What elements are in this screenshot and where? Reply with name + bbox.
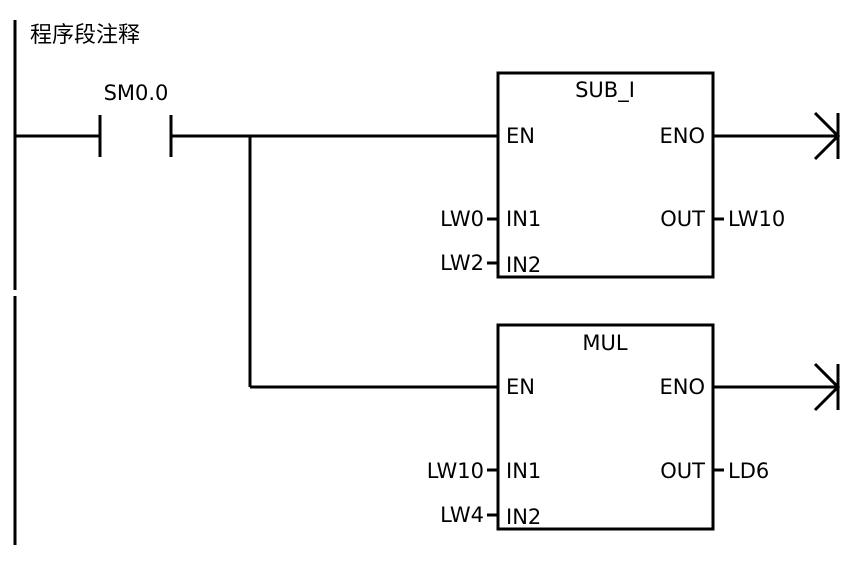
- mul-in2-pin: IN2: [506, 505, 541, 529]
- sub-i-box: [496, 71, 715, 279]
- mul-out-pin: OUT: [660, 459, 705, 483]
- mul-out-operand[interactable]: LD6: [728, 459, 769, 483]
- mul-block[interactable]: MUL EN ENO IN1 IN2 OUT: [496, 323, 715, 531]
- sub-i-out-operand[interactable]: LW10: [728, 207, 785, 231]
- network-comment[interactable]: 程序段注释: [30, 23, 140, 48]
- sub-i-en-pin: EN: [506, 124, 535, 148]
- mul-in2-operand[interactable]: LW4: [440, 503, 484, 527]
- sub-i-in2-pin: IN2: [506, 253, 541, 277]
- sub-i-out-pin: OUT: [660, 207, 705, 231]
- sub-i-title: SUB_I: [575, 78, 635, 103]
- mul-eno-pin: ENO: [659, 375, 705, 399]
- contact-label: SM0.0: [104, 81, 169, 105]
- sub-i-in1-operand[interactable]: LW0: [440, 207, 484, 231]
- sub-i-in1-pin: IN1: [506, 207, 541, 231]
- mul-title: MUL: [582, 331, 627, 355]
- mul-in1-operand[interactable]: LW10: [427, 459, 484, 483]
- sub-i-block[interactable]: SUB_I EN ENO IN1 IN2 OUT: [496, 71, 715, 279]
- mul-en-pin: EN: [506, 375, 535, 399]
- contact-sm0-0[interactable]: SM0.0: [98, 81, 173, 157]
- mul-box: [496, 323, 715, 531]
- sub-i-in2-operand[interactable]: LW2: [440, 251, 484, 275]
- mul-in1-pin: IN1: [506, 459, 541, 483]
- sub-i-eno-pin: ENO: [659, 124, 705, 148]
